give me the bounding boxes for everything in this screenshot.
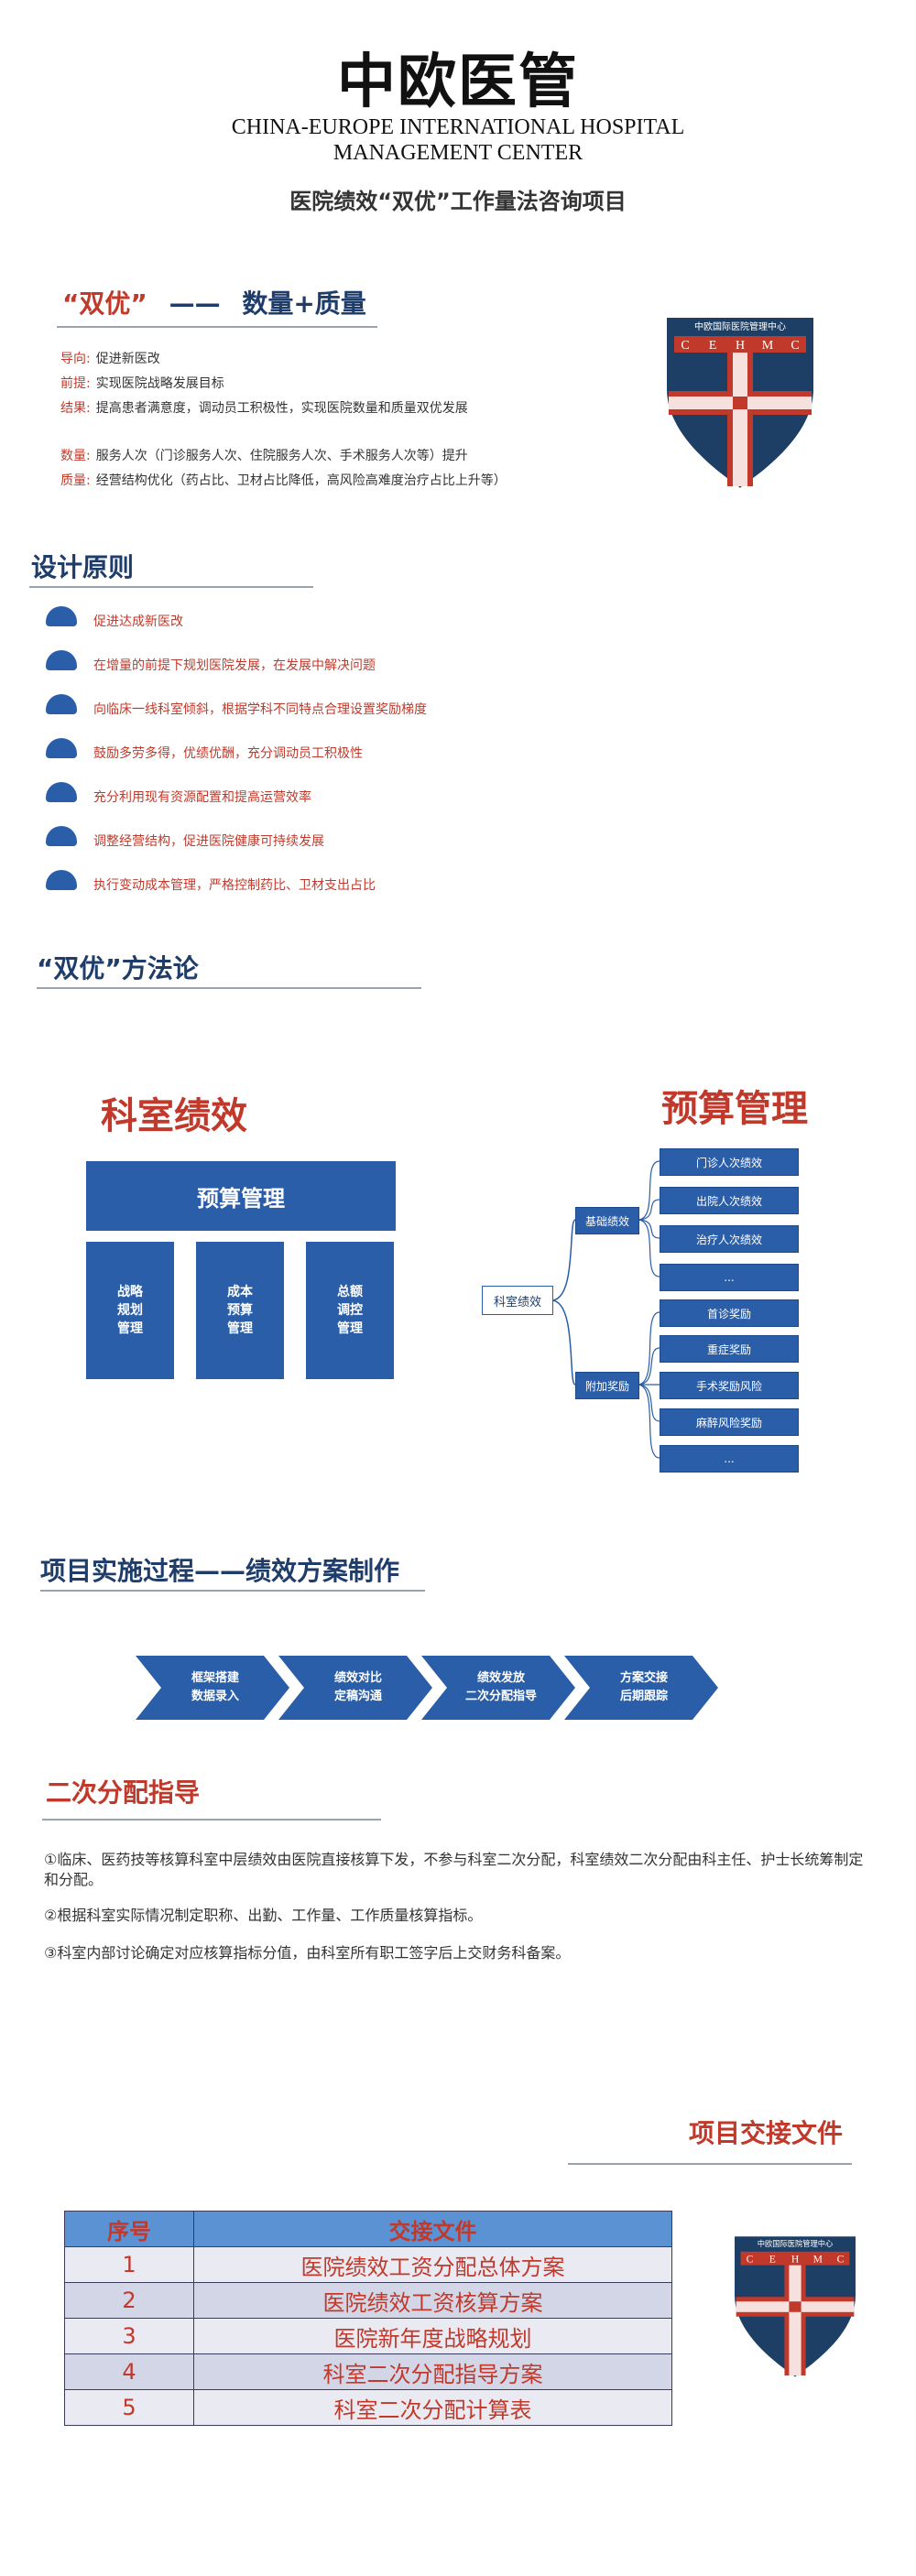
- svg-text:C: C: [837, 2254, 845, 2265]
- english-title-line2: MANAGEMENT CENTER: [333, 141, 583, 165]
- principle-bullet: [46, 650, 77, 670]
- tree-leaf: 手术奖励风险: [660, 1372, 799, 1399]
- secondary-para-3: ③科室内部讨论确定对应核算指标分值，由科室所有职工签字后上交财务科备案。: [44, 1944, 571, 1962]
- tree-leaf: 出院人次绩效: [660, 1187, 799, 1214]
- intro-line-0: 导向:促进新医改: [60, 352, 160, 366]
- principle-bullet: [46, 782, 77, 802]
- principle-item: 向临床一线科室倾斜，根据学科不同特点合理设置奖励梯度: [93, 702, 427, 717]
- intro-title-red: “双优”: [62, 288, 147, 319]
- svg-text:H: H: [791, 2254, 799, 2265]
- project-subtitle: 医院绩效“双优”工作量法咨询项目: [289, 189, 627, 214]
- secondary-para-2: ②根据科室实际情况制定职称、出勤、工作量、工作质量核算指标。: [44, 1907, 483, 1924]
- process-step-2: 绩效对比定稿沟通: [333, 1671, 382, 1703]
- svg-text:E: E: [709, 339, 717, 353]
- intro-line-2: 结果:提高患者满意度，调动员工积极性，实现医院数量和质量双优发展: [60, 401, 468, 416]
- col-file-header: 交接文件: [193, 2211, 672, 2247]
- secondary-para-1: ①临床、医药技等核算科室中层绩效由医院直接核算下发，不参与科室二次分配，科室绩效…: [44, 1851, 864, 1888]
- col-no-header: 序号: [64, 2211, 194, 2247]
- tree-leaf: 重症奖励: [660, 1335, 799, 1363]
- process-step-1: 框架搭建数据录入: [191, 1671, 239, 1703]
- intro-title: “双优” —— 数量+质量: [62, 284, 366, 321]
- total-control-block: 总额 调控 管理: [306, 1242, 394, 1379]
- tree-leaf: 治疗人次绩效: [660, 1225, 799, 1253]
- tree-leaf: ...: [660, 1264, 799, 1291]
- logo-name-text: 中欧国际医院管理中心: [694, 321, 786, 332]
- secondary-divider: [42, 1819, 381, 1821]
- principle-item: 调整经营结构，促进医院健康可持续发展: [93, 834, 324, 849]
- tree-leaf: ...: [660, 1445, 799, 1473]
- svg-text:C: C: [791, 339, 799, 353]
- intro-line-4: 质量:经营结构优化（药占比、卫材占比降低，高风险高难度治疗占比上升等）: [60, 473, 507, 488]
- svg-text:C: C: [681, 339, 689, 353]
- intro-divider: [57, 326, 377, 328]
- intro-title-dash: ——: [169, 288, 221, 319]
- cost-budget-block: 成本 预算 管理: [196, 1242, 284, 1379]
- svg-text:E: E: [769, 2254, 776, 2265]
- handover-table-header: 序号 交接文件: [64, 2211, 672, 2247]
- principle-bullet: [46, 738, 77, 758]
- principle-bullet: [46, 870, 77, 890]
- principle-bullet: [46, 694, 77, 714]
- process-title: 项目实施过程——绩效方案制作: [40, 1556, 400, 1586]
- budget-mgmt-title: 预算管理: [661, 1088, 808, 1130]
- process-step-4: 方案交接后期跟踪: [619, 1671, 668, 1703]
- svg-text:H: H: [736, 339, 745, 353]
- tree-branch-basic: 基础绩效: [575, 1207, 639, 1234]
- principle-item: 执行变动成本管理，严格控制药比、卫材支出占比: [93, 878, 376, 893]
- principle-item: 鼓励多劳多得，优绩优酬，充分调动员工积极性: [93, 746, 363, 761]
- methodology-title: “双优”方法论: [37, 953, 199, 984]
- intro-line-1: 前提:实现医院战略发展目标: [60, 376, 224, 391]
- principle-bullet: [46, 826, 77, 846]
- principle-bullet: [46, 606, 77, 626]
- budget-mgmt-block: 预算管理: [86, 1161, 396, 1231]
- english-title-line1: CHINA-EUROPE INTERNATIONAL HOSPITAL: [231, 115, 685, 139]
- page-title: 中欧医管: [337, 49, 579, 116]
- tree-root-node: 科室绩效: [482, 1286, 553, 1315]
- svg-text:M: M: [813, 2254, 823, 2265]
- principles-title: 设计原则: [31, 552, 135, 582]
- svg-text:M: M: [762, 339, 774, 353]
- principles-divider: [29, 586, 313, 588]
- principle-item: 在增量的前提下规划医院发展，在发展中解决问题: [93, 658, 376, 673]
- handover-title: 项目交接文件: [689, 2118, 844, 2148]
- strategy-mgmt-block: 战略 规划 管理: [86, 1242, 174, 1379]
- tree-leaf: 门诊人次绩效: [660, 1148, 799, 1176]
- tree-branch-extra: 附加奖励: [575, 1372, 639, 1399]
- svg-text:C: C: [747, 2254, 754, 2265]
- cehmc-logo: 中欧国际医院管理中心 C E H M C: [667, 316, 813, 490]
- english-title: CHINA-EUROPE INTERNATIONAL HOSPITAL MANA…: [0, 114, 916, 166]
- tree-leaf: 首诊奖励: [660, 1299, 799, 1327]
- methodology-divider: [37, 987, 421, 989]
- dept-performance-title: 科室绩效: [101, 1095, 247, 1137]
- principle-item: 促进达成新医改: [93, 614, 183, 629]
- secondary-title: 二次分配指导: [46, 1777, 201, 1808]
- process-divider: [40, 1590, 425, 1592]
- tree-leaf: 麻醉风险奖励: [660, 1408, 799, 1436]
- process-step-3: 绩效发放二次分配指导: [464, 1671, 537, 1703]
- process-arrows: [136, 1656, 718, 1720]
- tree-connectors: [551, 1160, 660, 1459]
- cehmc-logo-bottom: 中欧国际医院管理中心 C E H M C: [735, 2234, 856, 2379]
- principle-item: 充分利用现有资源配置和提高运营效率: [93, 790, 311, 805]
- handover-divider: [568, 2163, 852, 2165]
- intro-title-navy: 数量+质量: [242, 288, 366, 319]
- svg-text:中欧国际医院管理中心: 中欧国际医院管理中心: [758, 2239, 834, 2248]
- intro-line-3: 数量:服务人次（门诊服务人次、住院服务人次、手术服务人次等）提升: [60, 449, 468, 463]
